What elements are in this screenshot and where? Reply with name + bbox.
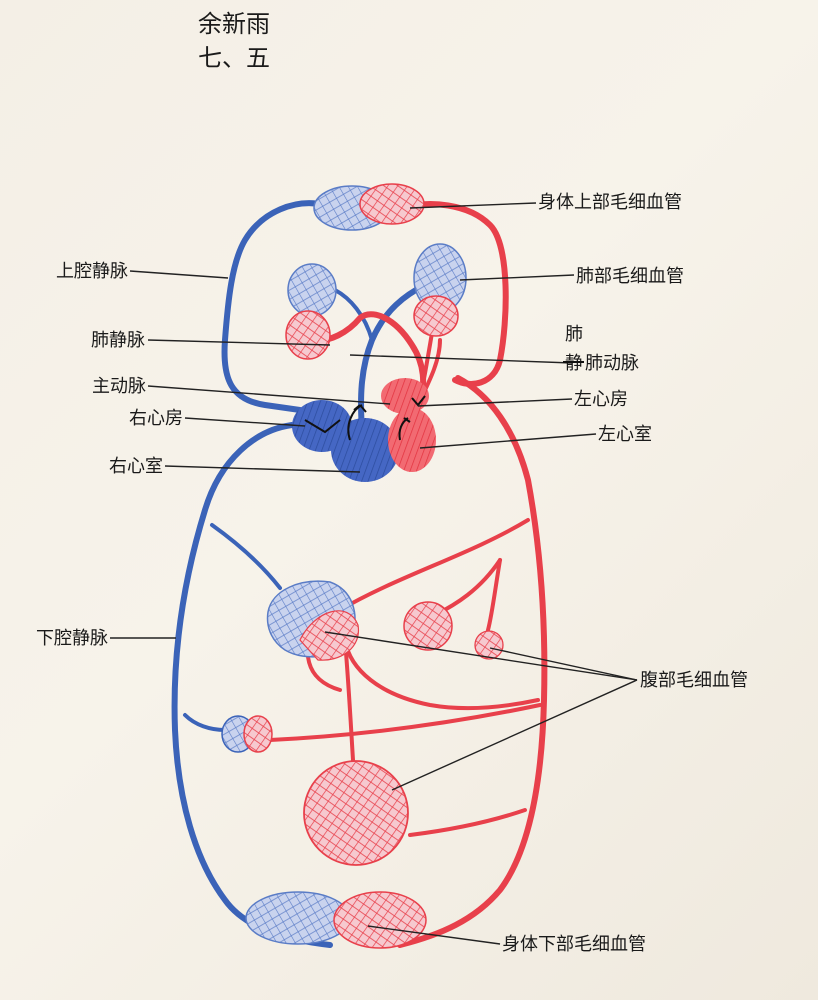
label-right-ventricle: 右心室 [109, 456, 163, 477]
label-pulmonary-artery-group: 静 肺动脉 [563, 353, 639, 374]
abdominal-vein-branch [210, 523, 282, 590]
superior-vena-cava-vessel [221, 200, 328, 413]
author-name: 余新雨 [198, 10, 270, 38]
abdominal-artery-4 [343, 638, 540, 711]
author-class: 七、五 [198, 44, 270, 72]
right-ventricle-chamber [331, 418, 399, 482]
label-left-atrium: 左心房 [574, 389, 628, 410]
label-pulmonary-artery: 肺动脉 [585, 353, 639, 374]
label-abdominal-capillaries: 腹部毛细血管 [640, 670, 748, 691]
label-superior-vena-cava: 上腔静脉 [56, 261, 128, 282]
abdominal-artery-3 [486, 558, 502, 632]
label-inferior-vena-cava: 下腔静脉 [36, 628, 108, 649]
lower-body-capillary-bed [245, 891, 427, 949]
label-right-atrium: 右心房 [129, 408, 183, 429]
inferior-vena-cava-vessel [171, 422, 333, 948]
abdominal-capillary-bed [221, 580, 504, 866]
left-atrium-chamber [381, 378, 429, 414]
leader-lines [110, 202, 638, 945]
label-aorta: 主动脉 [92, 376, 146, 397]
author-block: 余新雨 七、五 [198, 10, 270, 72]
label-lower-body-capillaries: 身体下部毛细血管 [502, 934, 646, 955]
labels: 身体上部毛细血管 上腔静脉 肺部毛细血管 肺静脉 肺 静 肺动脉 主动脉 右心房… [36, 192, 748, 955]
label-lung-capillaries: 肺部毛细血管 [576, 266, 684, 287]
label-pulmonary-artery-struck: 静 [565, 353, 583, 374]
label-pulmonary-artery-correction: 肺 [565, 324, 583, 345]
abdominal-artery-7 [408, 808, 527, 837]
capillary-beds [221, 183, 504, 949]
pulmonary-vein-vessel [302, 311, 427, 403]
left-ventricle-chamber [388, 408, 436, 472]
abdominal-artery-5 [268, 703, 542, 742]
leg-vein-branch [183, 713, 227, 732]
label-upper-body-capillaries: 身体上部毛细血管 [538, 192, 682, 213]
descending-aorta-vessel [397, 375, 548, 948]
label-left-ventricle: 左心室 [598, 424, 652, 445]
heart [292, 378, 436, 482]
aorta-arch-vessel [392, 201, 509, 387]
abdominal-artery-1 [338, 518, 530, 612]
lung-capillary-bed [285, 243, 467, 360]
label-pulmonary-vein: 肺静脉 [91, 330, 145, 351]
upper-body-capillary-bed [313, 183, 425, 231]
abdominal-artery-2 [433, 558, 502, 617]
pulmonary-artery-left-branch [333, 288, 374, 342]
